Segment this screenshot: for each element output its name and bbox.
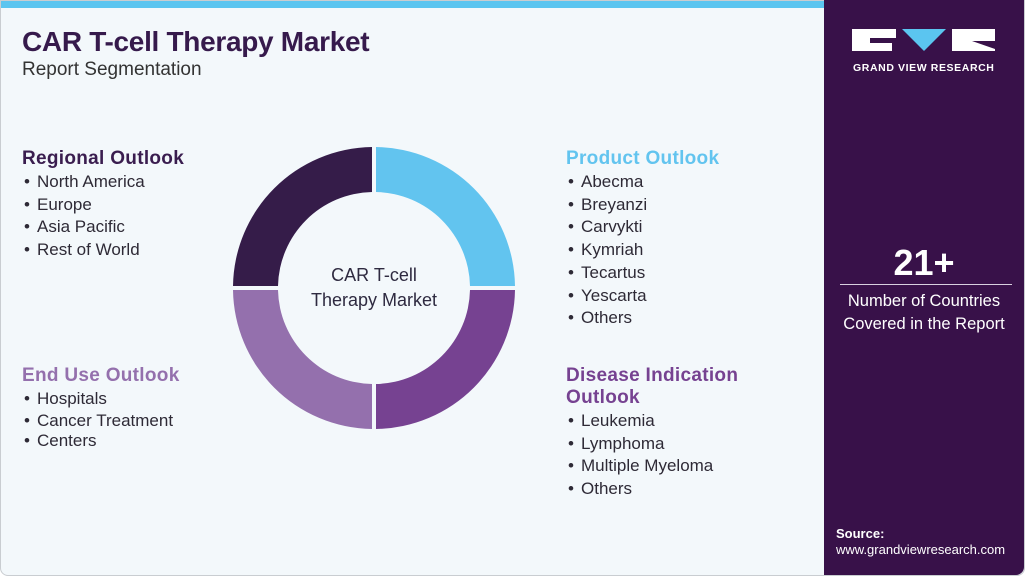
source-url: www.grandviewresearch.com <box>836 542 1006 557</box>
list-item: Others <box>566 478 738 501</box>
list-item: Leukemia <box>566 410 738 433</box>
list-item: Kymriah <box>566 239 719 262</box>
stat-description-line2: Covered in the Report <box>843 315 1005 333</box>
segmentation-donut-chart <box>233 147 515 429</box>
list-item: Hospitals <box>22 388 180 411</box>
disease-outlook-section: Disease Indication Outlook Leukemia Lymp… <box>566 365 738 501</box>
regional-outlook-title: Regional Outlook <box>22 148 185 169</box>
list-item: Others <box>566 307 719 330</box>
stat-description: Number of Countries Covered in the Repor… <box>824 290 1024 336</box>
disease-outlook-title-line2: Outlook <box>566 387 640 408</box>
disease-outlook-title-line1: Disease Indication <box>566 365 739 386</box>
stat-description-line1: Number of Countries <box>847 292 1001 310</box>
list-item: Breyanzi <box>566 194 719 217</box>
stat-value: 21+ <box>893 242 955 283</box>
stat-divider <box>840 284 1012 285</box>
brand-name: GRAND VIEW RESEARCH <box>853 62 995 74</box>
list-item: Cancer Treatment <box>22 411 180 431</box>
donut-center-line2: Therapy Market <box>310 290 438 310</box>
list-item: Multiple Myeloma <box>566 455 738 478</box>
top-accent-bar <box>1 1 825 8</box>
regional-outlook-section: Regional Outlook North America Europe As… <box>22 148 184 262</box>
list-item: Tecartus <box>566 262 719 285</box>
donut-center-line1: CAR T-cell <box>331 265 417 285</box>
list-item: Carvykti <box>566 216 719 239</box>
list-item: Abecma <box>566 171 719 194</box>
list-item: Yescarta <box>566 285 719 308</box>
gvr-logo-icon <box>852 29 995 51</box>
list-item: Europe <box>22 194 184 217</box>
donut-segment-product <box>376 147 515 286</box>
product-outlook-title: Product Outlook <box>566 148 720 169</box>
brand-side-panel <box>824 0 1024 575</box>
list-item: Rest of World <box>22 239 184 262</box>
end-use-outlook-section: End Use Outlook Hospitals Cancer Treatme… <box>22 365 180 451</box>
list-item: Asia Pacific <box>22 216 184 239</box>
product-outlook-section: Product Outlook Abecma Breyanzi Carvykti… <box>566 148 719 330</box>
list-item-continuation: Centers <box>22 431 180 451</box>
donut-segment-regional <box>233 147 372 286</box>
end-use-outlook-title: End Use Outlook <box>22 365 180 386</box>
donut-center-label: CAR T-cell Therapy Market <box>301 263 447 313</box>
source-label: Source: <box>836 526 885 541</box>
list-item: North America <box>22 171 184 194</box>
list-item: Lymphoma <box>566 433 738 456</box>
page-title: CAR T-cell Therapy Market <box>22 26 370 57</box>
page-subtitle: Report Segmentation <box>22 59 202 80</box>
donut-segment-end-use <box>233 290 372 429</box>
list-item-text: Centers <box>37 430 97 450</box>
donut-segment-disease <box>376 290 515 429</box>
